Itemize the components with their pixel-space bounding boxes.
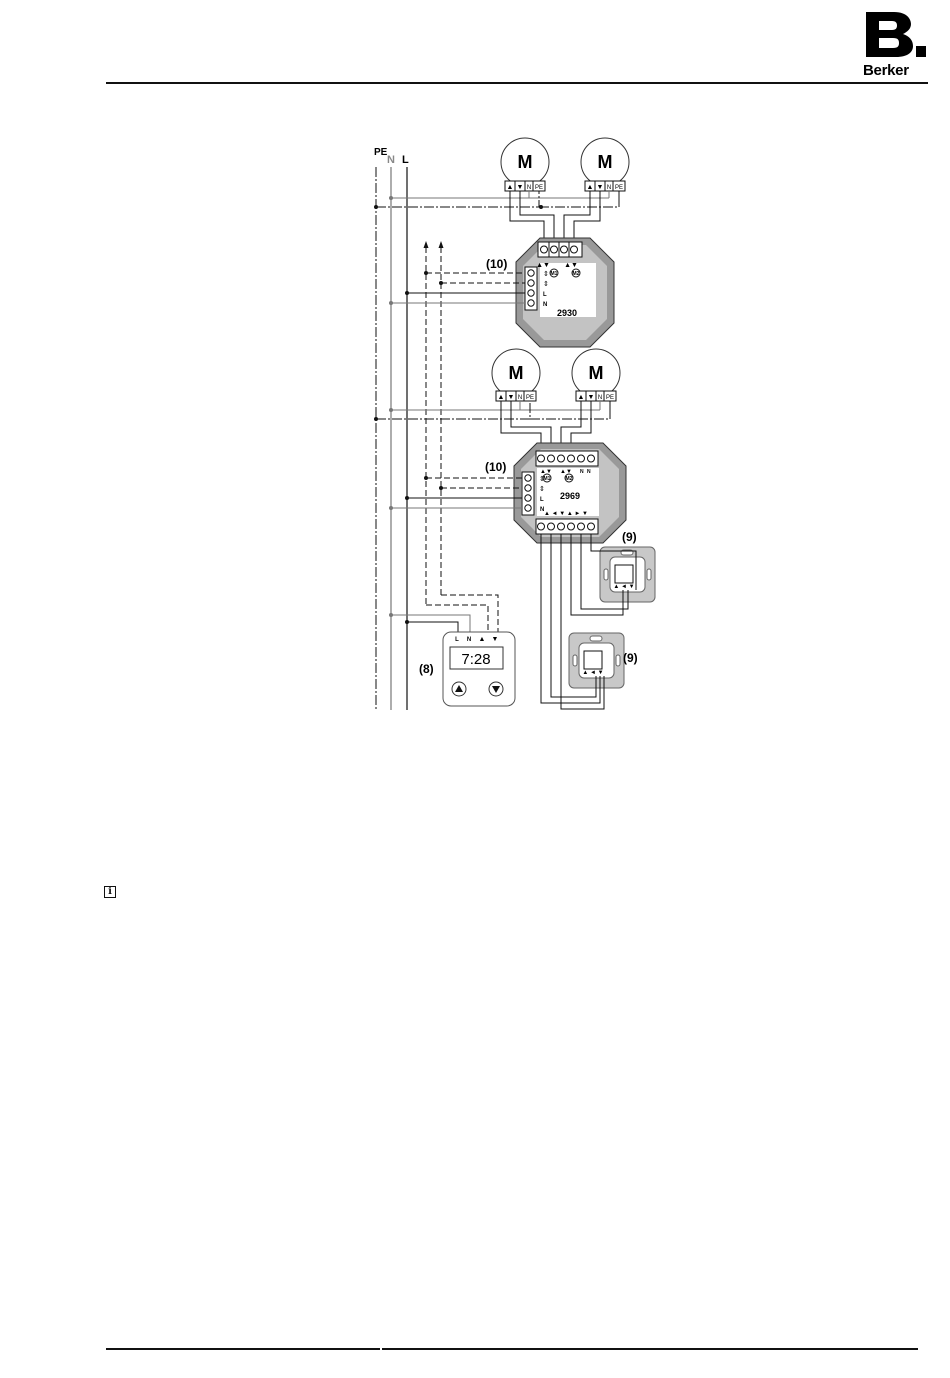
motor-1: M ▲▼ N PE [501,138,549,191]
svg-text:▲▼: ▲▼ [536,262,550,269]
svg-text:PE: PE [535,185,543,191]
label-l: L [402,154,409,166]
actuator-2969: ▲▼ ▲▼ N N M1 M2 ⇕ ⇕ L N 2969 ▲ ◄ ▼ ▲ ► ▼ [514,443,626,543]
svg-text:▲: ▲ [507,184,514,191]
svg-text:▲ ◄ ▼ ▲ ► ▼: ▲ ◄ ▼ ▲ ► ▼ [544,511,588,517]
motor-4-label: M [589,363,604,383]
svg-text:PE: PE [615,185,623,191]
actuator-2930: ▲▼ ▲▼ M1 M2 ⇕ ⇕ L N 2930 [516,238,614,347]
svg-text:PE: PE [526,395,534,401]
svg-text:▼: ▼ [588,394,595,401]
svg-text:⇕: ⇕ [543,280,549,288]
svg-text:M1: M1 [551,271,558,277]
timer-unit: L N ▲ ▼ 7:28 [443,632,515,706]
motor-4: M ▲▼ N PE [572,349,620,401]
actuator-2969-model: 2969 [560,491,580,501]
motor-2-label: M [598,152,613,172]
svg-text:⇕: ⇕ [539,485,545,493]
svg-text:▼: ▼ [517,184,524,191]
callout-8: (8) [419,662,434,676]
svg-text:N: N [467,637,471,643]
svg-text:▼: ▼ [508,394,515,401]
svg-text:L: L [540,497,544,503]
svg-text:▲ ◄ ▼: ▲ ◄ ▼ [582,670,603,676]
info-icon: i [104,886,116,898]
svg-text:▲: ▲ [479,636,486,643]
svg-text:▼: ▼ [492,636,499,643]
svg-text:▲ ◄ ▼: ▲ ◄ ▼ [613,584,634,590]
berker-logo-text: Berker [863,62,909,79]
svg-text:N: N [527,185,531,191]
motor-3-label: M [509,363,524,383]
svg-text:▲▼: ▲▼ [564,262,578,269]
motor-2: M ▲▼ N PE [581,138,629,191]
callout-9-lower: (9) [623,651,638,665]
svg-text:L: L [455,637,459,643]
svg-text:M2: M2 [573,271,580,277]
callout-10-bottom: (10) [485,460,506,474]
svg-text:L: L [543,292,547,298]
svg-text:▲: ▲ [498,394,505,401]
footer-rule-left [106,1348,380,1350]
svg-text:N: N [587,469,591,475]
berker-logo-mark [864,10,926,58]
svg-text:N: N [607,185,611,191]
svg-text:▼: ▼ [597,184,604,191]
motor-3: M ▲▼ N PE [492,349,540,401]
timer-display: 7:28 [461,651,490,668]
footer-rule-right [382,1348,918,1350]
svg-text:⇕: ⇕ [539,475,545,483]
svg-text:PE: PE [606,395,614,401]
svg-text:N: N [598,395,602,401]
motor-1-label: M [518,152,533,172]
svg-text:N: N [543,302,547,308]
svg-text:⇕: ⇕ [543,270,549,278]
svg-text:▲: ▲ [587,184,594,191]
label-pe: PE [374,147,388,158]
svg-text:M2: M2 [566,476,573,482]
svg-text:▲: ▲ [578,394,585,401]
wiring-diagram: PE N L M ▲▼ N PE M ▲▼ N PE [360,135,660,715]
svg-text:N: N [518,395,522,401]
label-n: N [387,154,395,166]
actuator-2930-model: 2930 [557,308,577,318]
header-rule [106,82,928,84]
svg-text:N: N [580,469,584,475]
berker-logo: Berker [862,8,930,78]
callout-9-upper: (9) [622,530,637,544]
callout-10-top: (10) [486,257,507,271]
